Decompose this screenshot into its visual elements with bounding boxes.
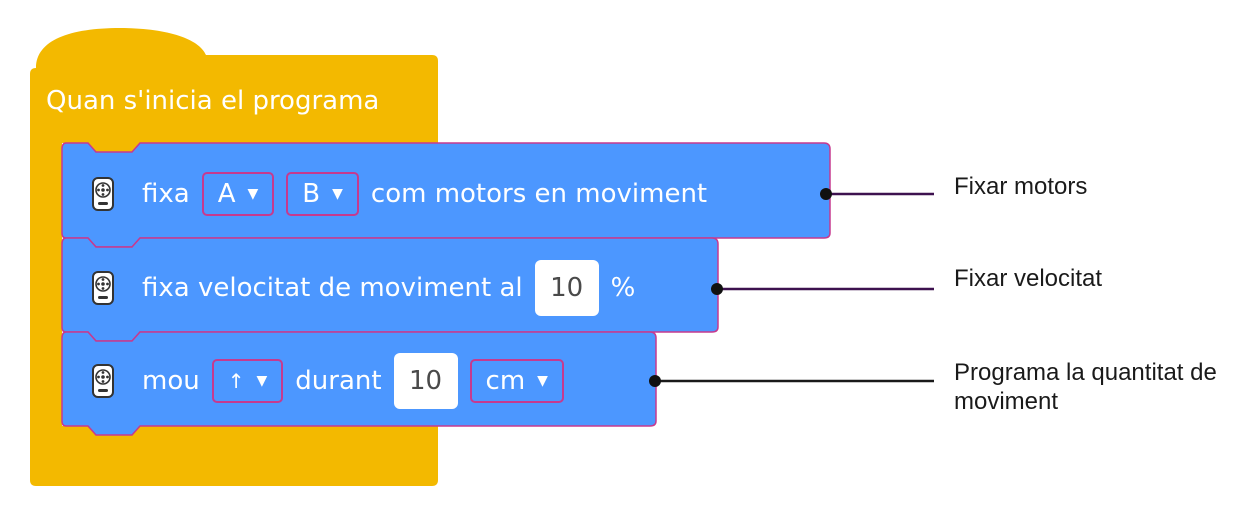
chevron-down-icon: ▼ bbox=[332, 186, 343, 202]
callout-fixar-motors: Fixar motors bbox=[954, 173, 1088, 200]
chevron-down-icon: ▼ bbox=[256, 373, 268, 389]
word-fixa-velocitat: fixa velocitat de moviment al bbox=[142, 273, 523, 303]
motors-block[interactable] bbox=[61, 142, 831, 248]
word-percent: % bbox=[610, 273, 636, 303]
callout-programa-quantitat: Programa la quantitat de moviment bbox=[954, 359, 1217, 415]
motor-icon bbox=[92, 177, 114, 211]
callout-dot-3 bbox=[649, 375, 661, 387]
motor-icon bbox=[92, 271, 114, 305]
motor-a-dropdown[interactable]: A ▼ bbox=[201, 172, 275, 216]
speed-input[interactable]: 10 bbox=[534, 260, 599, 316]
word-durant: durant bbox=[295, 366, 382, 396]
chevron-down-icon: ▼ bbox=[247, 186, 259, 202]
motor-b-dropdown[interactable]: B ▼ bbox=[286, 172, 359, 216]
move-block[interactable] bbox=[61, 331, 657, 436]
speed-block-row: fixa velocitat de moviment al 10 % bbox=[90, 260, 647, 316]
callout-dot-1 bbox=[820, 188, 832, 200]
chevron-down-icon: ▼ bbox=[537, 373, 548, 389]
word-fixa: fixa bbox=[142, 179, 190, 209]
direction-dropdown[interactable]: ↑ ▼ bbox=[211, 359, 284, 403]
word-mou: mou bbox=[142, 366, 200, 396]
arrow-up-icon: ↑ bbox=[227, 369, 245, 393]
word-com-motors: com motors en moviment bbox=[370, 179, 708, 209]
callout-fixar-velocitat: Fixar velocitat bbox=[954, 265, 1103, 292]
callout-dot-2 bbox=[711, 283, 723, 295]
dropdown-value: A bbox=[217, 179, 236, 209]
distance-input[interactable]: 10 bbox=[393, 353, 458, 409]
hat-block-label: Quan s'inicia el programa bbox=[46, 86, 380, 116]
motors-block-row: fixa A ▼ B ▼ com motors en moviment bbox=[90, 166, 719, 222]
motor-icon bbox=[92, 364, 114, 398]
dropdown-value: cm bbox=[485, 366, 526, 396]
dropdown-value: B bbox=[302, 179, 321, 209]
unit-dropdown[interactable]: cm ▼ bbox=[469, 359, 564, 403]
move-block-row: mou ↑ ▼ durant 10 cm ▼ bbox=[90, 353, 576, 409]
